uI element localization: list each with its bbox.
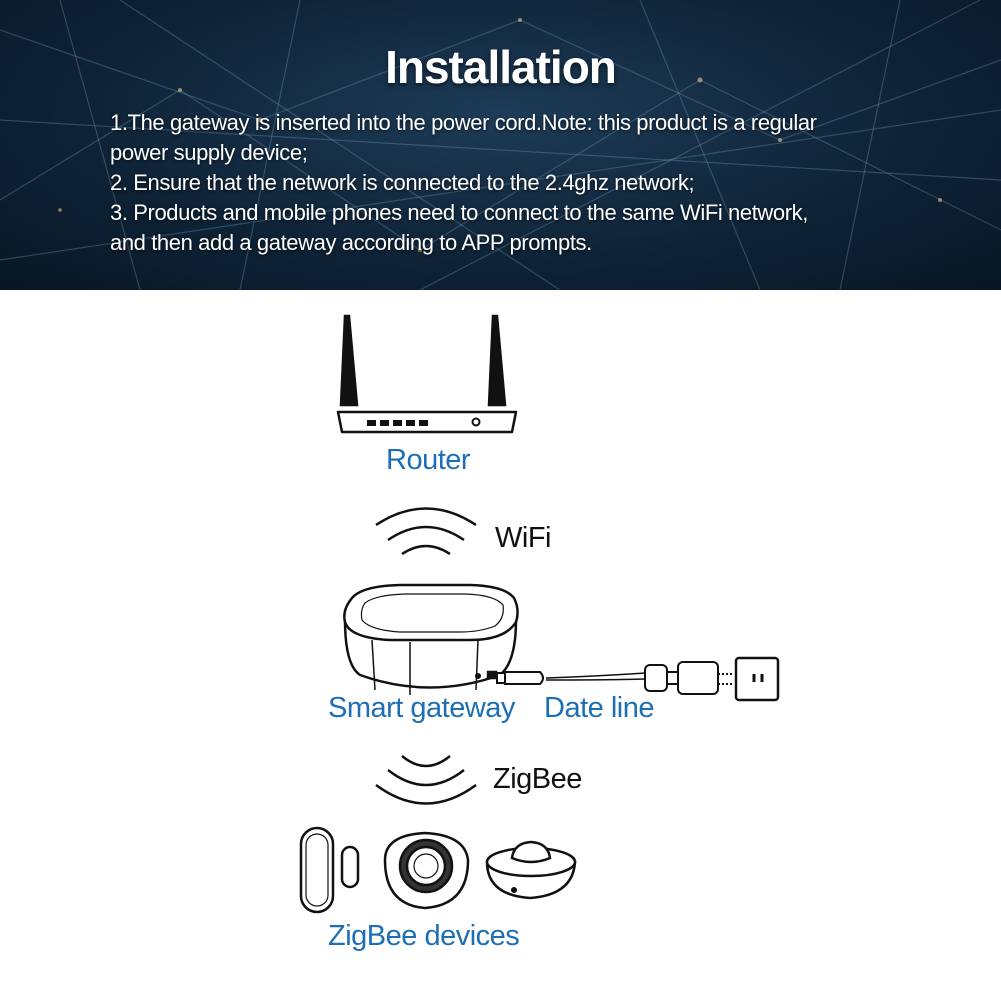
smart-gateway-label: Smart gateway — [328, 692, 515, 724]
zigbee-label: ZigBee — [493, 763, 582, 795]
zigbee-devices-label: ZigBee devices — [328, 920, 520, 952]
router-label: Router — [386, 444, 471, 476]
door-sensor-icon — [299, 826, 360, 914]
data-line-cable-icon — [496, 661, 732, 695]
instruction-line: 3. Products and mobile phones need to co… — [110, 200, 808, 225]
router-icon — [336, 314, 518, 434]
installation-diagram — [299, 314, 780, 914]
header-banner: Installation 1.The gateway is inserted i… — [0, 0, 1001, 290]
motion-sensor-icon — [485, 840, 577, 900]
page-title: Installation — [385, 41, 617, 93]
network-background — [0, 0, 1001, 290]
zigbee-signal-icon — [375, 755, 477, 805]
instruction-line: and then add a gateway according to APP … — [110, 230, 592, 255]
zigbee-button-device-icon — [383, 831, 470, 910]
instruction-line: 1.The gateway is inserted into the power… — [110, 110, 817, 135]
wall-socket-icon — [734, 656, 780, 702]
instructions: 1.The gateway is inserted into the power… — [110, 108, 930, 258]
wifi-signal-icon — [375, 507, 477, 556]
instruction-line: 2. Ensure that the network is connected … — [110, 170, 695, 195]
instruction-line: power supply device; — [110, 140, 308, 165]
data-line-label: Date line — [544, 692, 654, 724]
smart-gateway-icon — [343, 583, 519, 695]
wifi-label: WiFi — [495, 522, 551, 554]
